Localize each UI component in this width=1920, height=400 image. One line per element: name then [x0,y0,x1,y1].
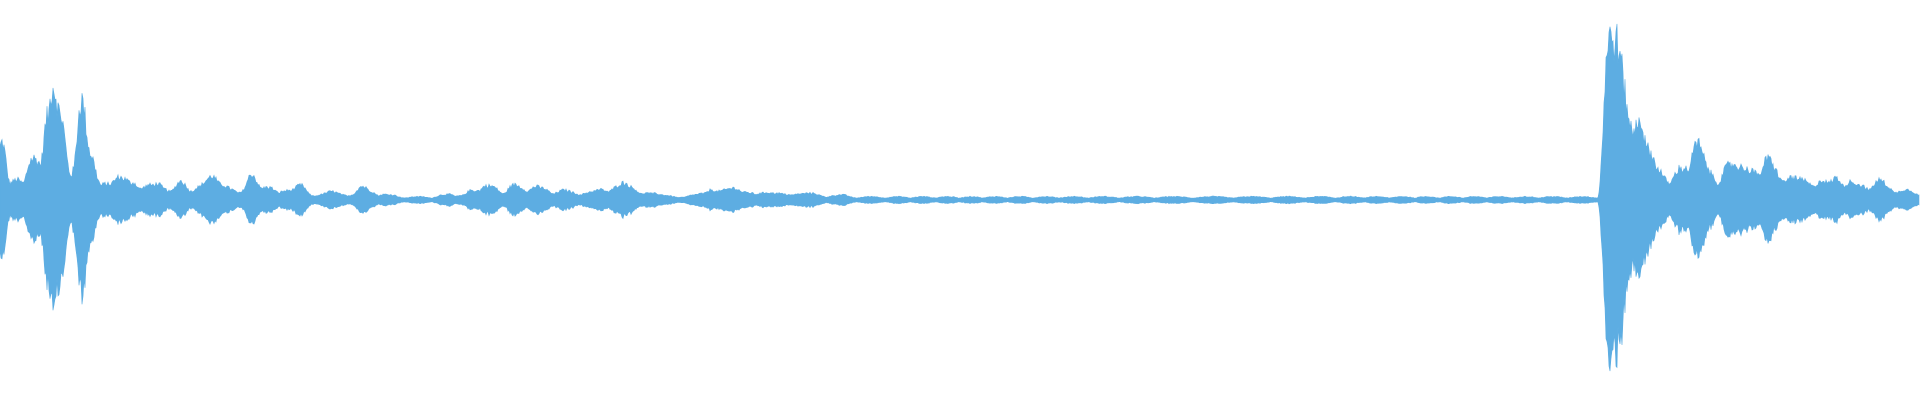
waveform-path [0,23,1920,372]
